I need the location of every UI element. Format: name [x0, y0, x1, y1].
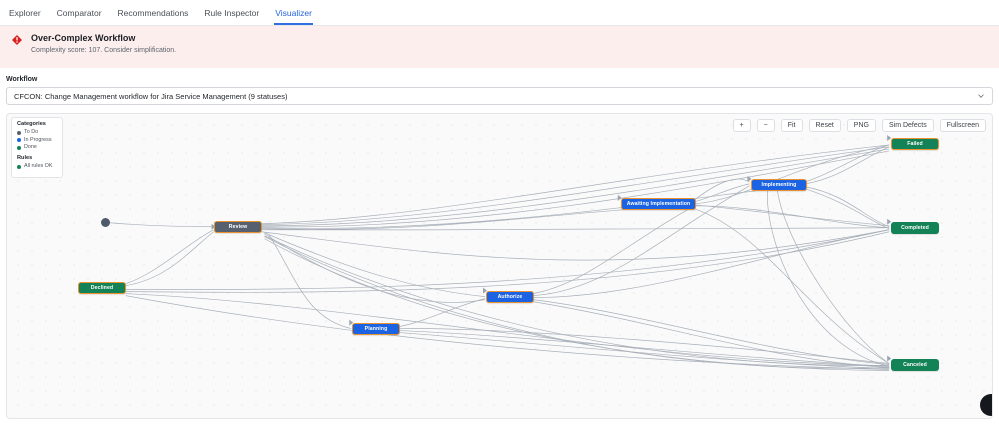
- tab-recommendations[interactable]: Recommendations: [117, 7, 189, 18]
- node-implementing[interactable]: Implementing: [751, 179, 807, 191]
- node-review[interactable]: Review: [214, 221, 262, 233]
- zoom-in-button[interactable]: +: [732, 119, 751, 132]
- workflow-label: Workflow: [6, 76, 38, 83]
- node-label-completed: Completed: [901, 225, 929, 231]
- legend-label-to-do: To Do: [24, 129, 39, 136]
- legend-label-in-progress: In Progress: [24, 136, 52, 143]
- start-node[interactable]: [101, 218, 110, 227]
- legend-dot-to-do: [17, 130, 21, 135]
- legend-categories-heading: Categories: [17, 121, 46, 127]
- fit-button[interactable]: Fit: [780, 119, 803, 132]
- node-label-declined: Declined: [90, 285, 114, 291]
- node-label-planning: Planning: [364, 326, 388, 332]
- node-label-authorize: Authorize: [497, 294, 523, 300]
- workflow-select[interactable]: CFCON: Change Management workflow for Ji…: [6, 87, 993, 105]
- tab-visualizer[interactable]: Visualizer: [274, 8, 313, 25]
- node-label-failed: Failed: [907, 141, 923, 147]
- graph-legend: Categories To Do In Progress Done Rules …: [11, 117, 63, 178]
- node-declined[interactable]: Declined: [78, 282, 126, 294]
- png-export-button[interactable]: PNG: [846, 119, 876, 132]
- legend-item-all-rules-ok: All rules OK: [17, 163, 57, 170]
- node-awaiting-implementation[interactable]: Awaiting Implementation: [621, 198, 696, 210]
- node-completed[interactable]: Completed: [891, 222, 939, 234]
- legend-item-done: Done: [17, 143, 57, 150]
- legend-label-all-rules-ok: All rules OK: [24, 163, 53, 170]
- node-label-implementing: Implementing: [761, 182, 797, 188]
- zoom-out-button[interactable]: −: [756, 119, 775, 132]
- graph-toolbar: + − Fit Reset PNG Sim Defects Fullscreen: [732, 119, 986, 132]
- node-failed[interactable]: Failed: [891, 138, 939, 150]
- workflow-graph-canvas[interactable]: Categories To Do In Progress Done Rules …: [6, 113, 993, 419]
- fullscreen-button[interactable]: Fullscreen: [939, 119, 986, 132]
- over-complex-workflow-alert: Over-Complex Workflow Complexity score: …: [0, 26, 999, 68]
- node-authorize[interactable]: Authorize: [486, 291, 534, 303]
- graph-edges: [109, 134, 892, 371]
- legend-rules-heading: Rules: [17, 155, 33, 162]
- chevron-down-icon: [978, 94, 984, 98]
- legend-dot-done: [17, 145, 21, 150]
- legend-item-in-progress: In Progress: [17, 136, 57, 143]
- alert-subtitle: Complexity score: 107. Consider simplifi…: [31, 47, 177, 54]
- workflow-field: Workflow CFCON: Change Management workfl…: [0, 68, 999, 111]
- tab-rule-inspector[interactable]: Rule Inspector: [204, 7, 260, 18]
- node-label-canceled: Canceled: [903, 362, 927, 368]
- legend-dot-all-rules-ok: [17, 165, 21, 170]
- workflow-selected-value: CFCON: Change Management workflow for Ji…: [14, 91, 288, 101]
- warning-diamond-icon: [12, 35, 22, 45]
- reset-button[interactable]: Reset: [808, 119, 841, 132]
- legend-item-to-do: To Do: [17, 129, 57, 136]
- node-planning[interactable]: Planning: [352, 323, 400, 335]
- legend-dot-in-progress: [17, 138, 21, 143]
- legend-label-done: Done: [24, 143, 37, 150]
- tab-comparator[interactable]: Comparator: [56, 7, 102, 18]
- node-canceled[interactable]: Canceled: [891, 359, 939, 371]
- node-label-awaiting-implementation: Awaiting Implementation: [626, 201, 691, 207]
- tab-explorer[interactable]: Explorer: [9, 7, 41, 18]
- sim-defects-button[interactable]: Sim Defects: [881, 119, 934, 132]
- main-tab-bar: Explorer Comparator Recommendations Rule…: [0, 0, 999, 26]
- node-label-review: Review: [228, 224, 248, 230]
- alert-title: Over-Complex Workflow: [31, 33, 136, 43]
